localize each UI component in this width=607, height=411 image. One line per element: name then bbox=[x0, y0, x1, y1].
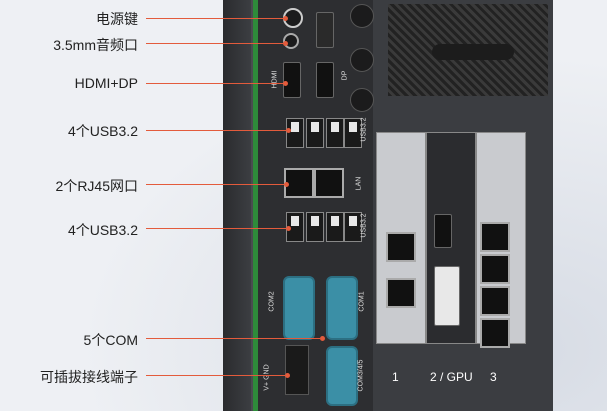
usb-port[interactable] bbox=[344, 212, 362, 242]
antenna-knob-3 bbox=[350, 88, 374, 112]
callout-line-hdmi bbox=[146, 83, 283, 84]
label-hdmi-dp: HDMI+DP bbox=[74, 75, 138, 91]
callout-dot-power bbox=[283, 16, 288, 21]
usb-port[interactable] bbox=[344, 118, 362, 148]
usb-port[interactable] bbox=[286, 118, 304, 148]
slot3-rj45-4[interactable] bbox=[480, 318, 510, 348]
com345-port[interactable] bbox=[326, 346, 358, 406]
callout-dot-rj45 bbox=[284, 182, 289, 187]
callout-line-rj45 bbox=[146, 184, 284, 185]
rj45-port-1[interactable] bbox=[284, 168, 314, 198]
slot-number-3: 3 bbox=[490, 370, 497, 384]
callout-dot-com bbox=[320, 336, 325, 341]
callout-dot-terminal bbox=[285, 373, 290, 378]
dp-silk: DP bbox=[341, 70, 349, 81]
green-trim bbox=[253, 0, 258, 411]
callout-dot-audio bbox=[283, 41, 288, 46]
usb-port[interactable] bbox=[306, 212, 324, 242]
label-terminal: 可插拔接线端子 bbox=[40, 369, 138, 385]
lan-silk: LAN bbox=[355, 176, 363, 191]
slot3-rj45-3[interactable] bbox=[480, 286, 510, 316]
com2-port[interactable] bbox=[283, 276, 315, 340]
label-rj45: 2个RJ45网口 bbox=[55, 178, 138, 194]
vent-handle bbox=[432, 44, 514, 60]
label-power-button: 电源键 bbox=[96, 11, 138, 27]
hdmi-silk: HDMI bbox=[271, 70, 279, 89]
slot3-rj45-1[interactable] bbox=[480, 222, 510, 252]
usb-top-silk: USB3.2 bbox=[360, 117, 368, 142]
dp-port[interactable] bbox=[316, 62, 334, 98]
slot3-rj45-2[interactable] bbox=[480, 254, 510, 284]
label-usb-top: 4个USB3.2 bbox=[67, 123, 138, 139]
rj45-port-2[interactable] bbox=[314, 168, 344, 198]
slot2-dvi-port[interactable] bbox=[434, 266, 460, 326]
usb-port[interactable] bbox=[326, 212, 344, 242]
sim-slot[interactable] bbox=[316, 12, 334, 48]
com1-port[interactable] bbox=[326, 276, 358, 340]
callout-dot-usb-bottom bbox=[286, 226, 291, 231]
callout-line-power bbox=[146, 18, 283, 19]
callout-line-com bbox=[146, 338, 320, 339]
hdmi-port[interactable] bbox=[283, 62, 301, 98]
callout-line-usb-bottom bbox=[146, 228, 286, 229]
callout-line-terminal bbox=[146, 375, 285, 376]
antenna-knob-2 bbox=[350, 48, 374, 72]
com345-silk: COM3/4/5 bbox=[357, 359, 365, 392]
slot1-rj45-1[interactable] bbox=[386, 232, 416, 262]
callout-line-usb-top bbox=[146, 130, 286, 131]
usb-port[interactable] bbox=[306, 118, 324, 148]
usb-port[interactable] bbox=[326, 118, 344, 148]
slot2-hdmi-port[interactable] bbox=[434, 214, 452, 248]
side-bracket bbox=[223, 0, 251, 411]
slot-number-1: 1 bbox=[392, 370, 399, 384]
slot-number-2: 2 / GPU bbox=[430, 370, 473, 384]
usb-bottom-silk: USB3.2 bbox=[360, 213, 368, 238]
antenna-knob-1 bbox=[350, 4, 374, 28]
callout-dot-usb-top bbox=[286, 128, 291, 133]
label-audio-jack: 3.5mm音频口 bbox=[53, 37, 138, 53]
label-com: 5个COM bbox=[83, 332, 138, 348]
callout-dot-hdmi bbox=[283, 81, 288, 86]
slot1-rj45-2[interactable] bbox=[386, 278, 416, 308]
com2-silk: COM2 bbox=[268, 291, 276, 312]
com1-silk: COM1 bbox=[358, 291, 366, 312]
callout-line-audio bbox=[146, 43, 283, 44]
label-usb-bottom: 4个USB3.2 bbox=[67, 222, 138, 238]
vgnd-silk: V+ GND bbox=[263, 364, 271, 391]
pluggable-terminal-block[interactable] bbox=[285, 345, 309, 395]
